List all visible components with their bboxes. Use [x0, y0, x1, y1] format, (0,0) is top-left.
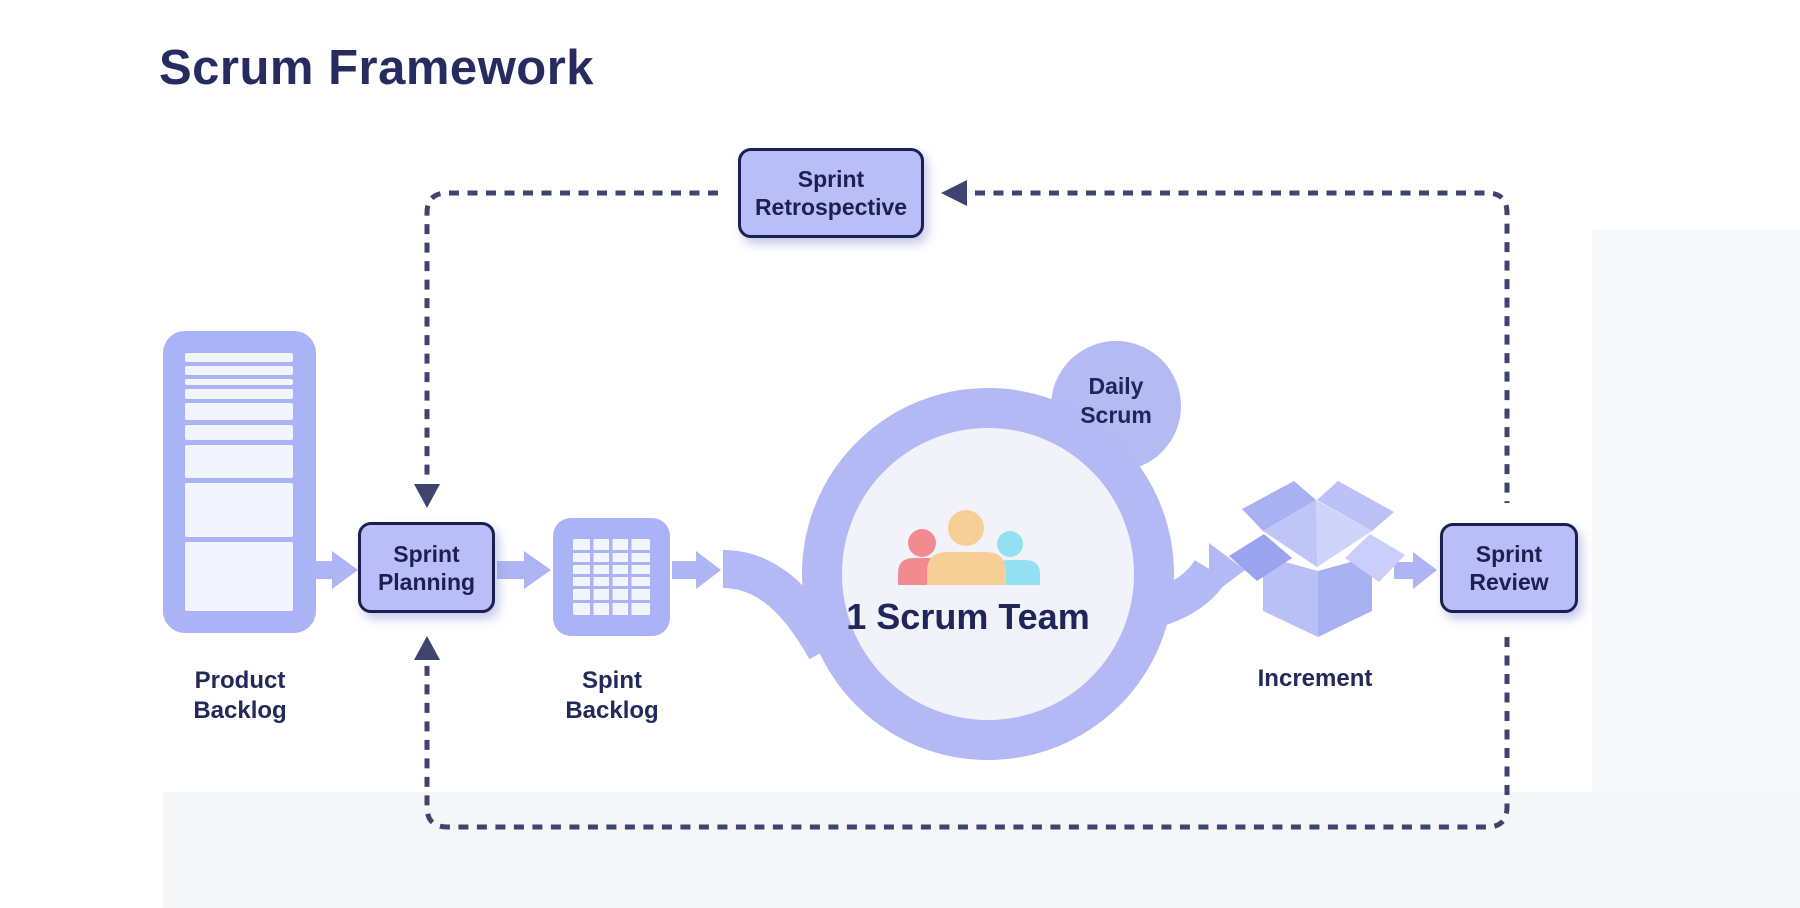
arrowhead-up-to-sprint-planning: [414, 636, 440, 660]
daily-scrum-line2: Scrum: [1080, 402, 1152, 428]
swoosh-arrowhead-to-increment: [1209, 543, 1245, 597]
flow-arrow-icons: [313, 551, 1437, 589]
arrowhead-down-to-sprint-planning: [414, 484, 440, 508]
daily-scrum-label: Daily Scrum: [1046, 372, 1186, 430]
sprint-retrospective-line2: Retrospective: [754, 194, 908, 220]
scrum-team-label: 1 Scrum Team: [846, 596, 1090, 637]
scrum-team-people-icon: [898, 510, 1040, 585]
daily-scrum-line1: Daily: [1088, 373, 1144, 399]
sprint-retrospective-line1: Sprint: [797, 166, 865, 192]
increment-open-box-icon: [1229, 481, 1405, 637]
increment-label: Increment: [1257, 665, 1373, 692]
person-yellow-body: [927, 552, 1006, 585]
arrow-backlog-to-planning: [313, 551, 358, 589]
person-yellow-head: [948, 510, 984, 546]
sprint-backlog-grid-icon: [553, 518, 670, 636]
sprint-retrospective-box: Sprint Retrospective: [738, 148, 924, 238]
page-title: Scrum Framework: [159, 41, 595, 95]
sprint-backlog-line2: Backlog: [565, 697, 659, 724]
dashed-path-top-right: [975, 190, 1510, 503]
sprint-review-box: Sprint Review: [1440, 523, 1578, 613]
sprint-planning-line1: Sprint: [393, 540, 460, 567]
product-backlog-line2: Backlog: [193, 697, 287, 724]
product-backlog-list-icon: [163, 331, 316, 633]
arrow-sprint-backlog-to-team: [672, 551, 721, 589]
dashed-path-top-left: [424, 190, 718, 481]
sprint-backlog-line1: Spint: [582, 667, 642, 694]
background-right-band: [1592, 230, 1800, 792]
dashed-path-bottom: [424, 637, 1510, 830]
arrowhead-left-to-retrospective: [941, 180, 967, 206]
sprint-backlog-label: Spint Backlog: [512, 666, 712, 726]
product-backlog-label: Product Backlog: [140, 666, 340, 726]
background-bottom-band: [163, 792, 1800, 908]
product-backlog-line1: Product: [194, 667, 286, 694]
sprint-planning-box: Sprint Planning: [358, 522, 495, 613]
dashed-loop-arrow-icon: [424, 190, 1510, 830]
person-red-head: [908, 529, 936, 557]
sprint-planning-line2: Planning: [377, 568, 476, 595]
dashed-loop-arrowheads: [414, 180, 967, 660]
sprint-review-line2: Review: [1469, 569, 1549, 595]
person-blue-head: [997, 531, 1023, 557]
arrow-planning-to-sprint-backlog: [497, 551, 551, 589]
arrow-increment-to-review: [1394, 552, 1437, 589]
sprint-review-line1: Sprint: [1475, 541, 1543, 567]
